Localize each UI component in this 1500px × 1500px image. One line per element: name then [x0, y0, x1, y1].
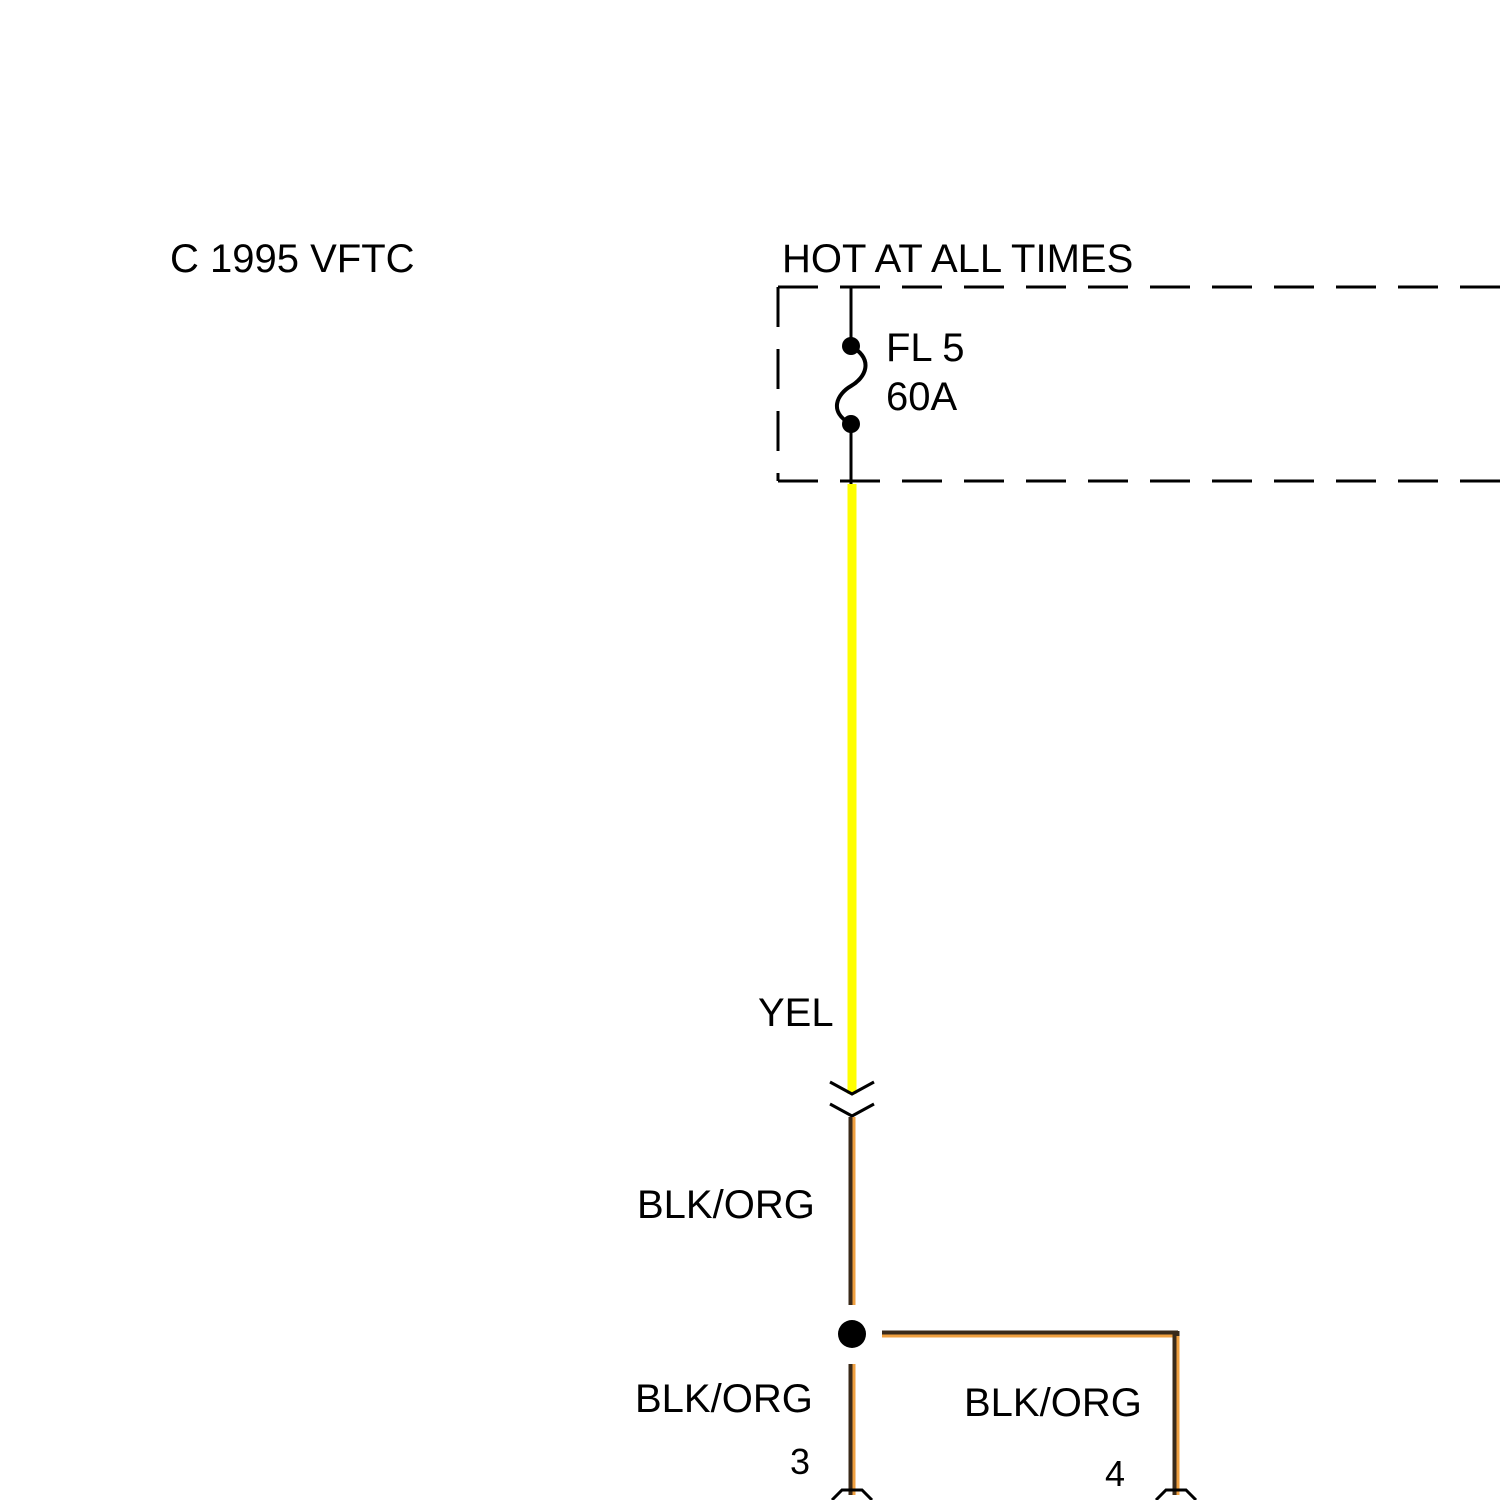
fuse-symbol: [837, 287, 866, 484]
main-wire-label: BLK/ORG: [637, 1183, 815, 1227]
right-branch-label: BLK/ORG: [964, 1381, 1142, 1425]
left-branch-label: BLK/ORG: [635, 1377, 813, 1421]
fuse-name-label: FL 5: [886, 326, 965, 370]
blk-org-wire-left-branch: [852, 1364, 854, 1495]
splice-point: [838, 1320, 866, 1348]
pin-3-label: 3: [790, 1441, 810, 1482]
copyright-label: C 1995 VFTC: [170, 237, 415, 281]
blk-org-wire-main: [852, 1117, 854, 1305]
pin-4-label: 4: [1105, 1453, 1125, 1494]
power-source-label: HOT AT ALL TIMES: [782, 237, 1133, 281]
feed-wire-label: YEL: [758, 991, 834, 1035]
fuse-rating-label: 60A: [886, 375, 957, 419]
